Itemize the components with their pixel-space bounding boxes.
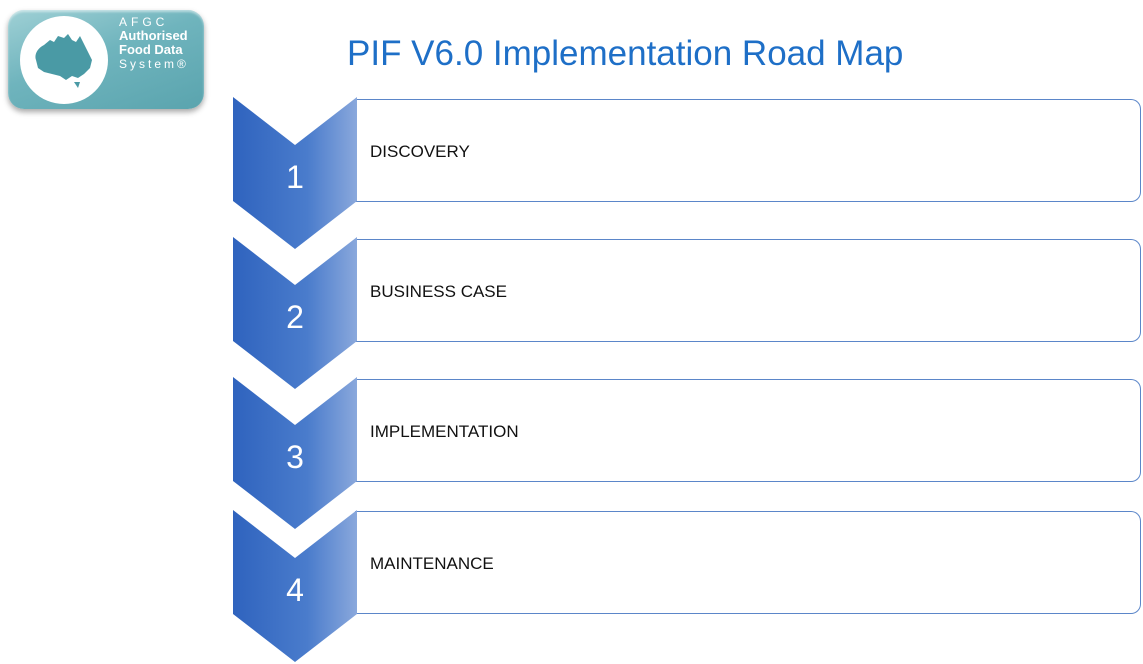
page-title: PIF V6.0 Implementation Road Map [347, 34, 904, 73]
stage-chevron-1: 1 [233, 97, 357, 249]
stage-box-business-case: BUSINESS CASE [355, 239, 1141, 342]
step-number: 4 [286, 572, 304, 608]
logo-line-system: System® [119, 56, 189, 71]
afgc-logo: AFGC Authorised Food Data System® [8, 10, 204, 109]
step-number: 1 [286, 159, 304, 195]
stage-chevron-4: 4 [233, 510, 357, 662]
step-number: 3 [286, 439, 304, 475]
logo-line-authorised: Authorised [119, 28, 188, 44]
stage-label: IMPLEMENTATION [370, 422, 519, 441]
stage-box-implementation: IMPLEMENTATION [355, 379, 1141, 482]
chevron-shape [233, 97, 357, 249]
australia-map-icon [35, 34, 92, 88]
logo-line-afgc: AFGC [119, 15, 169, 29]
stage-label: BUSINESS CASE [370, 282, 507, 301]
stage-box-discovery: DISCOVERY [355, 99, 1141, 202]
chevron-shape [233, 510, 357, 662]
chevron-shape [233, 377, 357, 529]
stage-label: MAINTENANCE [370, 554, 494, 573]
step-number: 2 [286, 299, 304, 335]
stage-label: DISCOVERY [370, 142, 470, 161]
logo-text: AFGC Authorised Food Data System® [119, 15, 189, 71]
logo-line-food-data: Food Data [119, 42, 183, 58]
stage-chevron-3: 3 [233, 377, 357, 529]
chevron-shape [233, 237, 357, 389]
stage-chevron-2: 2 [233, 237, 357, 389]
stage-box-maintenance: MAINTENANCE [355, 511, 1141, 614]
